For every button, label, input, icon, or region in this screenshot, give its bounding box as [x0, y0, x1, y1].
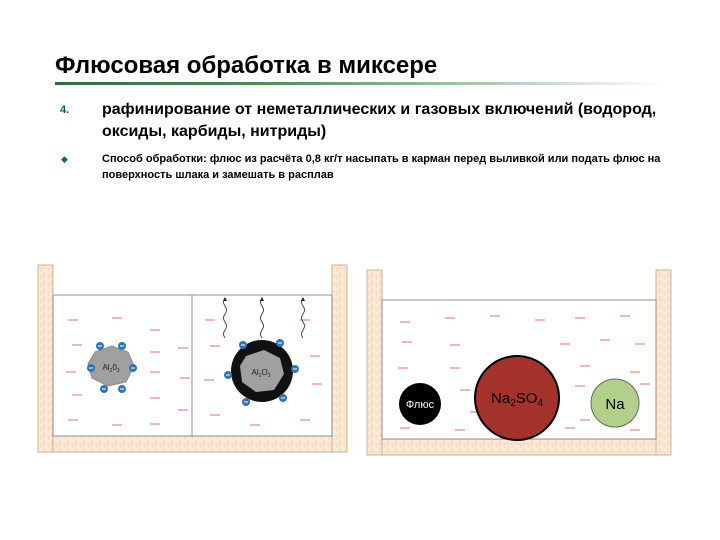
- oxide-particle-2-label: Al2O3: [252, 368, 271, 379]
- oxide-particle-2: Al2O3: [223, 297, 305, 406]
- left-vessel: [37, 264, 348, 453]
- right-vessel-right-wall: [655, 269, 672, 456]
- sodium-ball: Na: [590, 378, 640, 428]
- list-item-number: 4.: [60, 104, 70, 116]
- sodium-label: Na: [605, 396, 625, 413]
- sodium-sulfate-ball: Na2SO4: [474, 355, 560, 441]
- oxide-particle-1: Al203: [87, 342, 137, 393]
- title-underline: [55, 82, 665, 85]
- right-vessel-left-wall: [366, 269, 383, 456]
- right-vessel-bottom: [381, 438, 657, 456]
- melt-dashes: [66, 315, 650, 431]
- list-item-text: рафинирование от неметаллических и газов…: [102, 101, 657, 140]
- left-vessel-left-wall: [37, 264, 54, 453]
- left-vessel-right-wall: [331, 264, 348, 453]
- slide-title: Флюсовая обработка в миксере: [55, 52, 438, 79]
- oxide-particle-1-label: Al203: [102, 363, 119, 374]
- flux-label: Флюс: [406, 399, 435, 411]
- bullet-diamond-icon: ◆: [61, 154, 68, 164]
- left-vessel-bottom: [52, 435, 333, 453]
- sodium-sulfate-label: Na2SO4: [491, 390, 543, 409]
- flux-ball: Флюс: [399, 383, 441, 425]
- bullet-text: Способ обработки: флюс из расчёта 0,8 кг…: [102, 153, 661, 181]
- gas-bubble-trails: [223, 297, 305, 339]
